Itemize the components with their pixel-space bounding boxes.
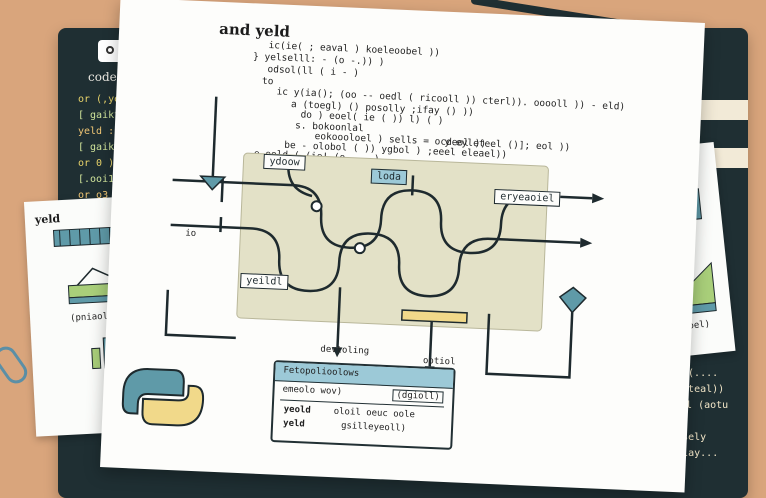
card-row: oloil oeuc oole xyxy=(333,406,416,421)
code-line: y (.... xyxy=(676,368,719,379)
paperclip xyxy=(0,342,32,388)
left-flow-label: io xyxy=(185,228,197,239)
flow-diagram xyxy=(121,96,605,427)
screen-label: code xyxy=(88,70,117,84)
code-line: (alteal)) xyxy=(670,384,725,395)
card-row: gsilleyeoll) xyxy=(340,421,407,434)
code-line: or o3 )- xyxy=(78,190,127,201)
card-tag: (dgioll) xyxy=(392,389,445,404)
main-paper: and yeld ic(ie( ; eaval ) koeleoobel )) … xyxy=(100,0,705,493)
node-top-right: eryeaoiel xyxy=(493,188,561,207)
code-line: or 0 )-(y.. xyxy=(78,158,145,169)
code-line: [ gaikta] xyxy=(78,110,133,121)
node-yield: yeildl xyxy=(239,272,289,291)
code-line: [.ooi1.. xyxy=(78,174,127,185)
search-icon xyxy=(106,46,114,54)
node-top-left: ydoow xyxy=(263,153,306,171)
bottom-label-right: ootiol xyxy=(422,356,456,368)
code-line: yeld : ooll xyxy=(78,126,145,137)
code-line: ooll (aotu xyxy=(668,400,729,411)
card-keyword: yeold xyxy=(283,404,312,416)
card-header-title: Fetopolioolows xyxy=(283,365,360,379)
node-top-mid: loda xyxy=(370,168,408,186)
card-row: emeolo wov) xyxy=(282,384,343,398)
bottom-label-left: devtoling xyxy=(320,344,370,357)
python-logo xyxy=(121,368,205,427)
code-line: [ gaiktaa] xyxy=(78,142,139,153)
card-keyword: yeld xyxy=(282,418,306,430)
code-line: or (,yeld... xyxy=(78,94,151,105)
info-card: Fetopolioolows emeolo wov) (dgioll) yeol… xyxy=(270,360,456,450)
